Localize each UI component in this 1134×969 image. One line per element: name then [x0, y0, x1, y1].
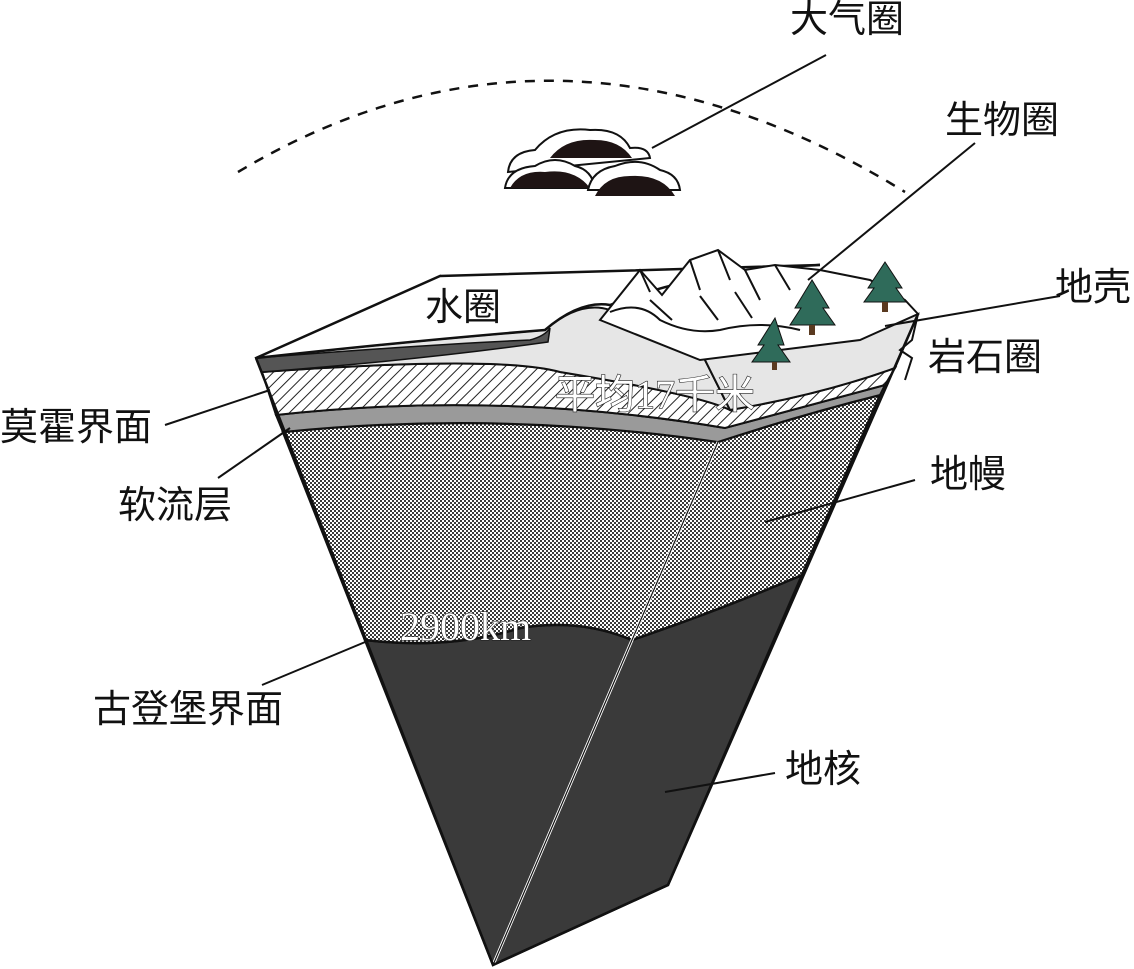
leader-crust [884, 295, 1061, 327]
leader-biosphere [807, 142, 976, 281]
lithosphere-brace [898, 313, 919, 381]
label-crust: 地壳 [1055, 265, 1131, 309]
label-gutenberg: 古登堡界面 [93, 687, 283, 731]
label-biosphere: 生物圈 [945, 98, 1059, 142]
leader-mantle [764, 479, 916, 523]
mountains [598, 248, 920, 362]
leader-atmosphere [651, 54, 827, 149]
wedge-outline [254, 313, 920, 967]
label-atmosphere: 大气圈 [790, 0, 904, 41]
atmosphere-arc [237, 79, 906, 194]
ocean-edge-front [254, 327, 551, 373]
label-moho: 莫霍界面 [0, 405, 152, 449]
label-core: 地核 [785, 747, 861, 791]
leader-moho [164, 389, 271, 426]
label-hydrosphere: 水圈 [425, 285, 501, 329]
trees [751, 261, 907, 370]
wedge-cut-line-edge [492, 441, 719, 966]
label-core-depth: 2900km [400, 604, 531, 649]
label-crust-depth: 平均17千米 [555, 372, 755, 417]
label-asthenosphere: 软流层 [118, 483, 232, 527]
leader-core [664, 772, 776, 793]
leader-gutenberg [261, 639, 371, 686]
label-mantle: 地幔 [930, 452, 1006, 496]
leader-asthenosphere [217, 427, 291, 479]
label-lithosphere: 岩石圈 [928, 335, 1042, 379]
clouds [503, 128, 682, 196]
